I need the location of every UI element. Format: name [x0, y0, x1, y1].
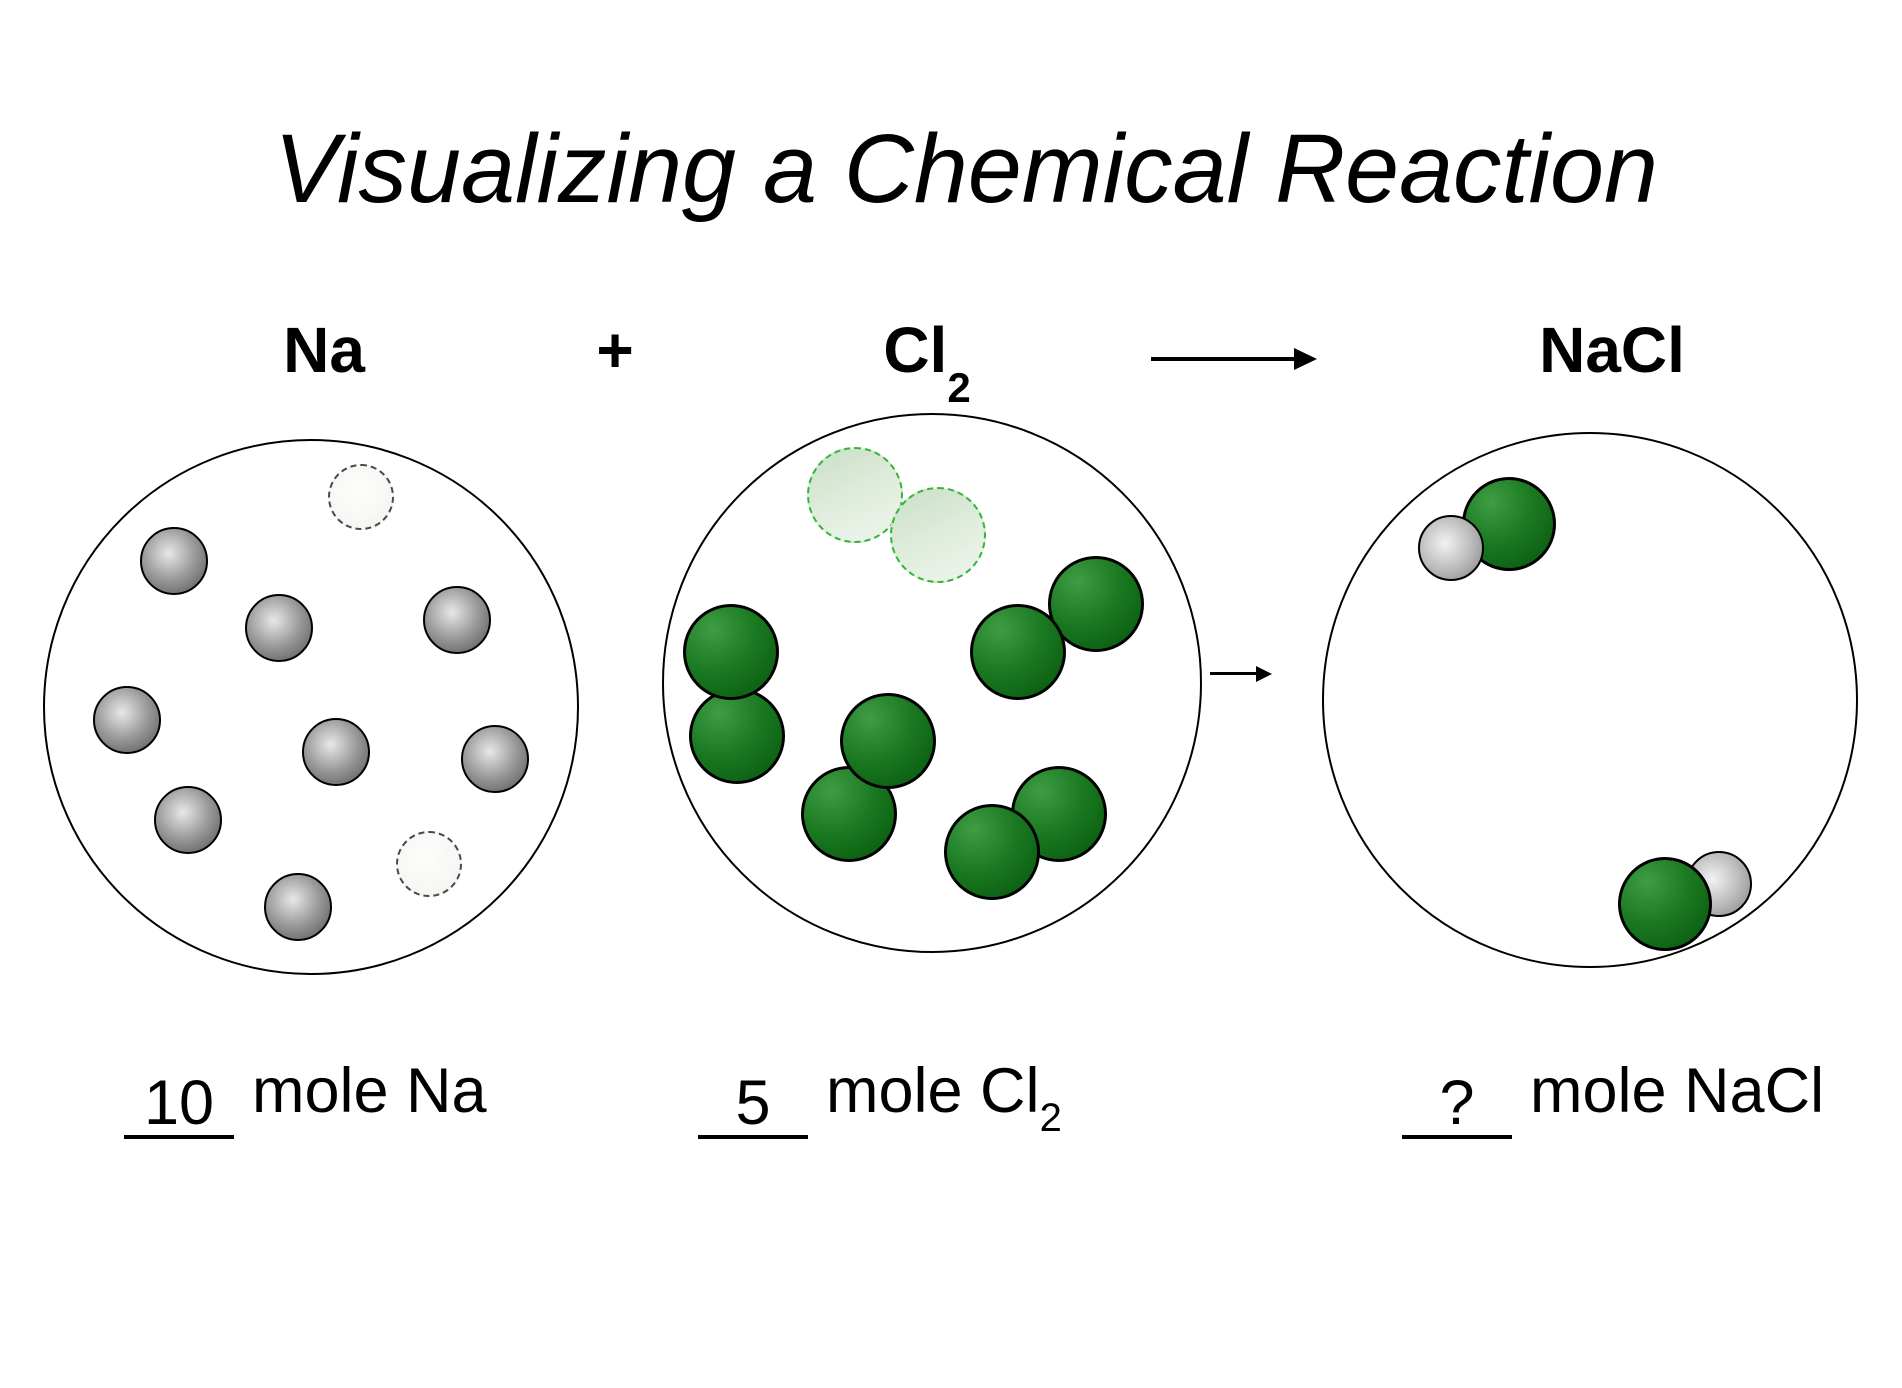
between-containers-arrow-head: [1256, 666, 1272, 682]
answer-unit-cl2: mole Cl: [826, 1056, 1040, 1126]
answer-label-nacl: ?mole NaCl: [1402, 1060, 1824, 1139]
cl-sphere: [944, 804, 1040, 900]
equation-plus-sign: +: [596, 314, 634, 386]
equation-reactant-na: Na: [283, 314, 365, 386]
container-circle-nacl: [1322, 432, 1858, 968]
prod-na-sphere: [1418, 515, 1484, 581]
page-title: Visualizing a Chemical Reaction: [274, 114, 1658, 223]
answer-blank-cl2: 5: [698, 1062, 808, 1139]
cl-ghost-sphere: [807, 447, 903, 543]
cl-ghost-sphere: [890, 487, 986, 583]
na-sphere: [154, 786, 222, 854]
answer-cl2-subscript: 2: [1039, 1096, 1062, 1140]
answer-blank-nacl: ?: [1402, 1062, 1512, 1139]
reaction-arrow-line: [1151, 357, 1295, 361]
na-sphere: [302, 718, 370, 786]
prod-cl-sphere: [1618, 857, 1712, 951]
na-ghost-sphere: [328, 464, 394, 530]
na-sphere: [245, 594, 313, 662]
prod-cl-sphere: [1462, 477, 1556, 571]
cl-sphere: [1048, 556, 1144, 652]
na-sphere: [93, 686, 161, 754]
cl-sphere: [689, 688, 785, 784]
na-ghost-sphere: [396, 831, 462, 897]
equation-reactant-cl2: Cl2: [883, 318, 970, 409]
answer-blank-na: 10: [124, 1062, 234, 1139]
na-sphere: [461, 725, 529, 793]
na-sphere: [140, 527, 208, 595]
between-containers-arrow-line: [1210, 672, 1257, 675]
answer-unit-na: mole Na: [252, 1056, 487, 1126]
reaction-arrow-head: [1294, 348, 1317, 370]
cl2-base-text: Cl: [883, 314, 948, 386]
cl-sphere: [840, 693, 936, 789]
cl-sphere: [683, 604, 779, 700]
na-sphere: [423, 586, 491, 654]
answer-unit-nacl: mole NaCl: [1530, 1056, 1825, 1126]
equation-product-nacl: NaCl: [1539, 314, 1685, 386]
cl-sphere: [970, 604, 1066, 700]
na-sphere: [264, 873, 332, 941]
cl2-subscript: 2: [947, 364, 971, 411]
